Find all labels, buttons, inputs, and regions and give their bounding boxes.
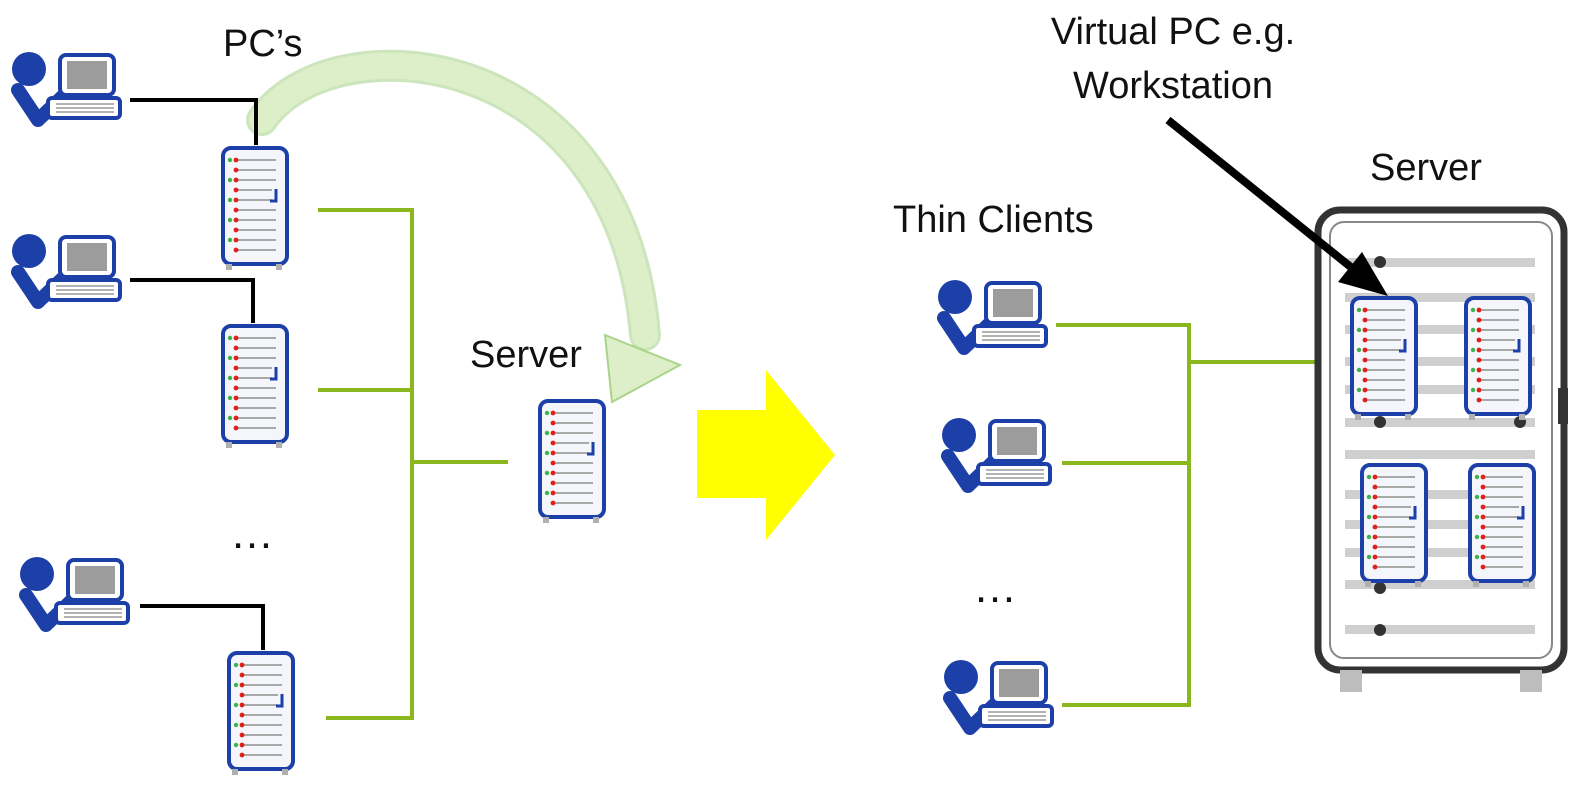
left-ellipsis: … bbox=[230, 509, 274, 558]
user-workstation-icon bbox=[938, 280, 1046, 348]
pc-connector bbox=[130, 98, 265, 650]
user-workstation-icon bbox=[20, 557, 128, 625]
virtual-pc-label-line2: Workstation bbox=[1073, 65, 1273, 107]
user-workstation-icon bbox=[944, 660, 1052, 728]
tower-server-icon bbox=[227, 651, 295, 777]
network-connector bbox=[318, 208, 508, 720]
tower-server-icon bbox=[221, 324, 289, 450]
virtual-pc-label-line1: Virtual PC e.g. bbox=[1051, 11, 1295, 53]
network-connector bbox=[1056, 323, 1328, 707]
user-workstation-icon bbox=[12, 234, 120, 302]
tower-server-icon bbox=[1468, 463, 1536, 589]
tower-server-icon bbox=[538, 399, 606, 525]
right-ellipsis: … bbox=[973, 563, 1017, 612]
tower-server-icon bbox=[1360, 463, 1428, 589]
right-server-label: Server bbox=[1370, 147, 1482, 189]
pcs-label: PC’s bbox=[223, 23, 303, 65]
user-workstation-icon bbox=[942, 418, 1050, 486]
tower-server-icon bbox=[1350, 296, 1418, 422]
thin-clients-label: Thin Clients bbox=[893, 199, 1094, 241]
right-arrow-icon bbox=[697, 370, 835, 540]
curved-arrow-icon bbox=[246, 49, 683, 404]
left-server-label: Server bbox=[470, 334, 582, 376]
tower-server-icon bbox=[1464, 296, 1532, 422]
tower-server-icon bbox=[221, 146, 289, 272]
user-workstation-icon bbox=[12, 52, 120, 120]
pointer-arrow-icon bbox=[1165, 116, 1388, 296]
